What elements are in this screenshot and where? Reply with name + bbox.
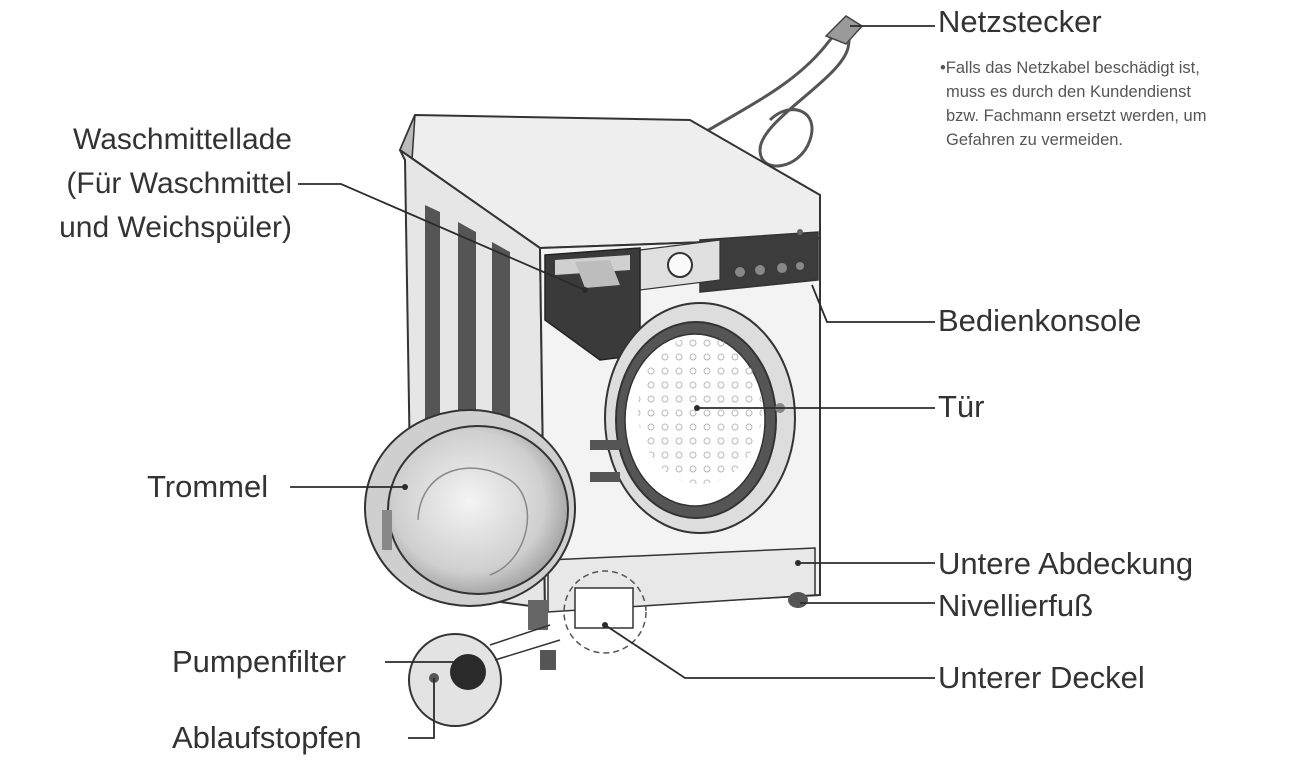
note-line-2: muss es durch den Kundendienst <box>946 83 1191 101</box>
note-line-4: Gefahren zu vermeiden. <box>946 131 1124 149</box>
label-untere-abdeckung: Untere Abdeckung <box>938 546 1194 581</box>
label-waschmittellade-line-1: Waschmittellade <box>73 123 292 156</box>
label-pumpenfilter: Pumpenfilter <box>172 644 347 679</box>
leader-lines <box>290 25 935 739</box>
leader-dots <box>402 287 801 665</box>
label-waschmittellade-line-3: und Weichspüler) <box>59 211 292 244</box>
label-ablaufstopfen: Ablaufstopfen <box>172 720 362 755</box>
note-netzkabel: •Falls das Netzkabel beschädigt ist, mus… <box>940 56 1206 152</box>
label-bedienkonsole: Bedienkonsole <box>938 303 1142 338</box>
label-waschmittellade: Waschmittellade (Für Waschmittel und Wei… <box>30 118 292 250</box>
note-line-1: •Falls das Netzkabel beschädigt ist, <box>940 59 1200 77</box>
label-nivellierfuss: Nivellierfuß <box>938 588 1094 623</box>
door-porthole <box>590 302 796 534</box>
open-door <box>364 409 576 607</box>
label-netzstecker: Netzstecker <box>938 4 1102 39</box>
pump-filter-zoom <box>408 624 561 727</box>
note-line-3: bzw. Fachmann ersetzt werden, um <box>946 107 1207 125</box>
label-tuer: Tür <box>938 389 985 424</box>
label-waschmittellade-line-2: (Für Waschmittel <box>66 167 292 200</box>
label-unterer-deckel: Unterer Deckel <box>938 660 1145 695</box>
label-trommel: Trommel <box>147 469 269 504</box>
